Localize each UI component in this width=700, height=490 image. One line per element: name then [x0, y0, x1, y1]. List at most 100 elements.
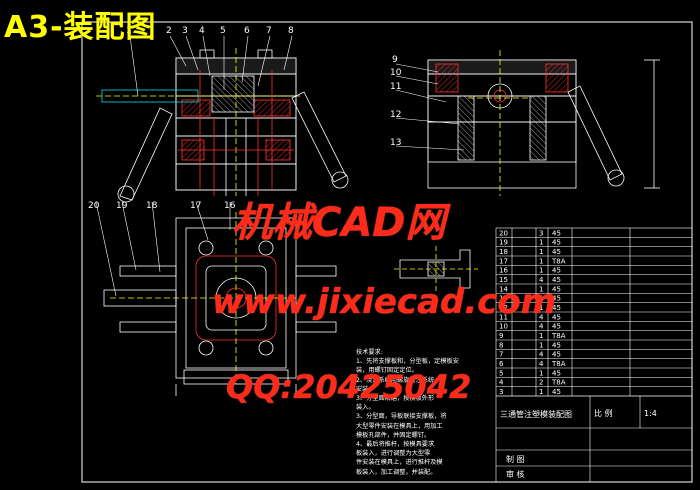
bom-cell-mat: 45	[552, 341, 561, 349]
title-block-text: 三通管注塑模装配图 比 例 1:4 制 图 审 核	[500, 408, 657, 479]
callout-12: 12	[390, 110, 401, 120]
bom-cell-mat: T8A	[551, 257, 566, 265]
bom-cell-qty: 1	[539, 388, 543, 396]
bom-cell-mat: T8A	[551, 379, 566, 387]
bom-cell-mat: 45	[552, 239, 561, 247]
bom-cell-qty: 3	[539, 229, 543, 237]
tech-note-line: 安装。	[356, 385, 375, 393]
checked-label: 审 核	[506, 469, 525, 479]
bom-cell-qty: 1	[539, 248, 543, 256]
bom-cell-qty: 1	[539, 239, 543, 247]
technical-notes: 技术要求: 1、先将支撑板和，分型板，定模板安装，用螺钉固定定位。2、浇注系统用螺…	[356, 348, 496, 477]
callout-18: 18	[146, 201, 158, 211]
callout-20: 20	[88, 201, 100, 211]
tech-note-line: 技术要求:	[356, 349, 383, 356]
callout-numbers: 1 2 3 4 5 6 7 8 9 10 11 12 13 16 17 18 1…	[88, 26, 402, 211]
bom-cell-mat: T8A	[551, 332, 566, 340]
bom-cell-mat: 45	[552, 388, 561, 396]
front-view	[96, 48, 349, 203]
callout-7: 7	[266, 26, 272, 36]
bom-cell-mat: 45	[552, 248, 561, 256]
top-view	[103, 212, 337, 396]
tech-note-line: 装入。	[356, 404, 375, 412]
tech-note-line: 板装入，进行调整为大型零	[356, 450, 431, 458]
bom-cell-no: 11	[499, 313, 508, 321]
tech-note-line: 4、最后将推杆，按模具要求	[356, 441, 435, 449]
callout-17: 17	[190, 201, 201, 211]
bom-cell-mat: T8A	[551, 360, 566, 368]
bom-cell-qty: 4	[539, 276, 544, 284]
callout-13: 13	[390, 138, 401, 148]
bom-cell-qty: 1	[539, 341, 543, 349]
bom-cell-no: 19	[499, 239, 508, 247]
bom-cell-qty: 1	[539, 267, 543, 275]
bom-cell-qty: 4	[539, 360, 544, 368]
callout-19: 19	[116, 201, 128, 211]
bom-cell-no: 13	[499, 295, 508, 303]
callout-leaders	[95, 35, 465, 297]
watermark-site-name: 机械CAD网	[232, 200, 446, 246]
callout-9: 9	[392, 55, 398, 65]
tech-note-line: 板装入，加工调整，并装配。	[356, 468, 437, 476]
callout-6: 6	[244, 26, 250, 36]
bom-cell-no: 6	[499, 360, 504, 368]
bom-cell-no: 15	[499, 276, 508, 284]
part-sketch	[394, 246, 478, 292]
tech-note-line: 2、浇注系统用螺旋浇注系统	[356, 376, 435, 384]
bom-cell-mat: 45	[552, 323, 561, 331]
callout-5: 5	[220, 26, 226, 36]
bom-cell-no: 20	[499, 229, 508, 237]
bom-cell-no: 7	[499, 351, 503, 359]
bom-cell-no: 12	[499, 304, 508, 312]
bom-cell-no: 17	[499, 257, 508, 265]
bom-cell-qty: 1	[539, 369, 543, 377]
bom-cell-qty: 1	[539, 332, 543, 340]
tech-note-line: 模板孔部件，并固定螺钉。	[356, 431, 431, 439]
tech-note-line: 3、分型面精磨，按模板外形	[356, 395, 435, 403]
bom-cell-qty: 2	[539, 379, 543, 387]
title-block	[495, 227, 693, 483]
tech-note-line: 装，用螺钉固定定位。	[356, 367, 418, 375]
callout-10: 10	[390, 68, 402, 78]
bom-cell-mat: 45	[552, 351, 561, 359]
tech-note-line: 1、先将支撑板和，分型板，定模板安	[356, 358, 459, 366]
bom-cell-no: 4	[499, 379, 504, 387]
bom-cell-mat: 45	[552, 285, 561, 293]
bom-cell-mat: 45	[552, 276, 561, 284]
scale-label: 比 例	[594, 408, 613, 418]
drawing-title: A3-装配图	[4, 10, 157, 45]
bom-cell-mat: 45	[552, 304, 561, 312]
bom-cell-no: 14	[499, 285, 508, 293]
bom-cell-no: 9	[499, 332, 503, 340]
bom-cell-qty: 4	[539, 323, 544, 331]
watermark-qq: QQ:20425042	[226, 368, 472, 406]
bom-cell-qty: 1	[539, 285, 543, 293]
scale-value: 1:4	[644, 409, 657, 418]
bom-cell-no: 3	[499, 388, 503, 396]
bom-cell-mat: 45	[552, 267, 561, 275]
tech-note-line: 3、分型面，导板联接支撑板，将	[356, 413, 447, 421]
callout-16: 16	[224, 201, 236, 211]
bom-cell-no: 8	[499, 341, 503, 349]
tech-note-line: 大型零件安装在模具上，用加工	[356, 422, 443, 430]
callout-4: 4	[199, 26, 205, 36]
bom-cell-mat: 45	[552, 313, 561, 321]
callout-8: 8	[288, 26, 294, 36]
bom-cell-no: 10	[499, 323, 508, 331]
tech-note-line: 件安装在模具上，进行推杆及模	[356, 459, 443, 467]
bom-cell-qty: 4	[539, 351, 544, 359]
bom-cell-no: 16	[499, 267, 508, 275]
callout-1: 1	[126, 26, 132, 36]
bom-cell-qty: 1	[539, 257, 543, 265]
drawing-name: 三通管注塑模装配图	[500, 409, 572, 419]
bom-cell-no: 5	[499, 369, 503, 377]
bom-cell-mat: 45	[552, 295, 561, 303]
drawn-label: 制 图	[506, 454, 525, 464]
bom-cell-no: 18	[499, 248, 508, 256]
bom-cell-mat: 45	[552, 229, 561, 237]
watermark-url: www.jixiecad.com	[212, 282, 557, 322]
callout-3: 3	[182, 26, 188, 36]
